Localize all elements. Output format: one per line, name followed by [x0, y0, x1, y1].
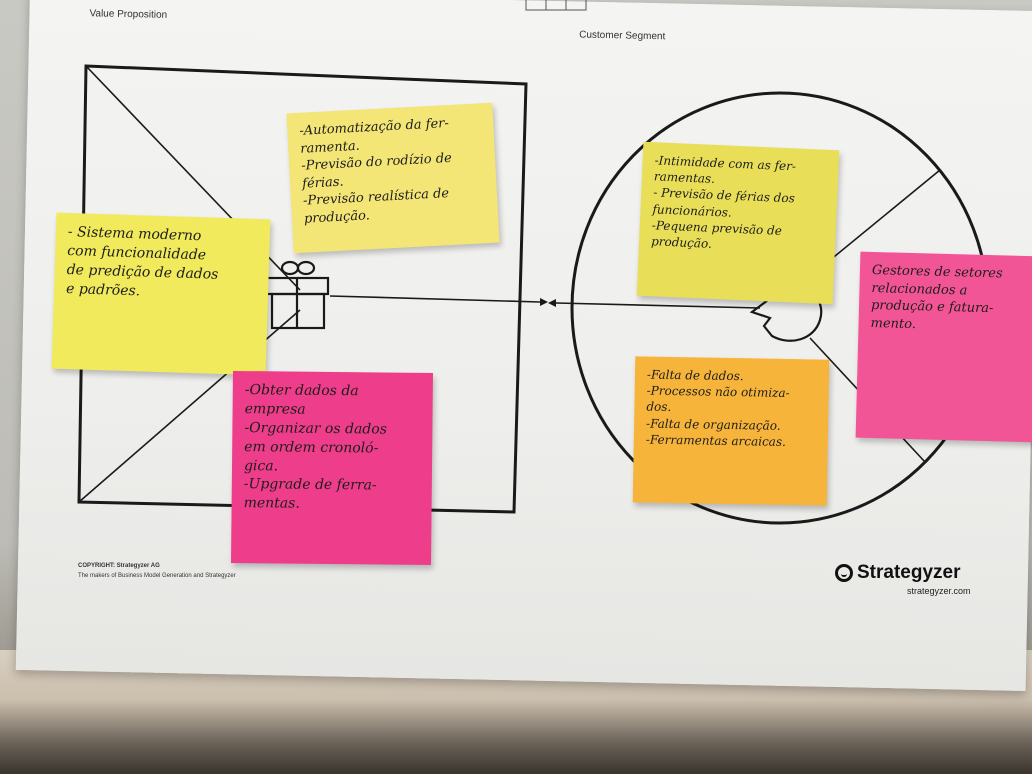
note-automatizacao: -Automatização da fer- ramenta. -Previsã… [286, 102, 500, 254]
note-line: -Upgrade de ferra- [243, 476, 377, 494]
note-gestores: Gestores de setores relacionados a produ… [855, 251, 1032, 443]
note-line: mentas. [243, 495, 300, 513]
top-thumbnail [525, 0, 587, 11]
copyright-text: COPYRIGHT: Strategyzer AG The makers of … [78, 562, 236, 581]
brand-name: Strategyzer [857, 562, 961, 583]
note-line: gica. [243, 457, 279, 474]
note-intimidade: -Intimidade com as fer- ramentas. - Prev… [636, 141, 840, 305]
gift-icon [264, 260, 330, 330]
note-line: mento. [870, 315, 917, 332]
note-line: -Ferramentas arcaicas. [645, 432, 787, 449]
strategyzer-logo: Strategyzer [835, 562, 961, 584]
strategyzer-mark-icon [835, 564, 853, 582]
note-sistema-moderno: - Sistema moderno com funcionalidade de … [51, 212, 271, 376]
copyright-line: COPYRIGHT: Strategyzer AG [78, 563, 160, 569]
note-line: em ordem cronoló- [244, 438, 379, 457]
note-obter-dados: -Obter dados da empresa -Organizar os da… [231, 370, 433, 566]
brand-url: strategyzer.com [907, 586, 971, 596]
double-arrow [329, 295, 761, 309]
note-falta-dados: -Falta de dados. -Processos não otimiza-… [632, 356, 830, 506]
note-line: empresa [244, 400, 306, 418]
copyright-subline: The makers of Business Model Generation … [78, 572, 236, 579]
note-line: -Organizar os dados [244, 419, 388, 438]
note-line: -Obter dados da [244, 382, 359, 400]
